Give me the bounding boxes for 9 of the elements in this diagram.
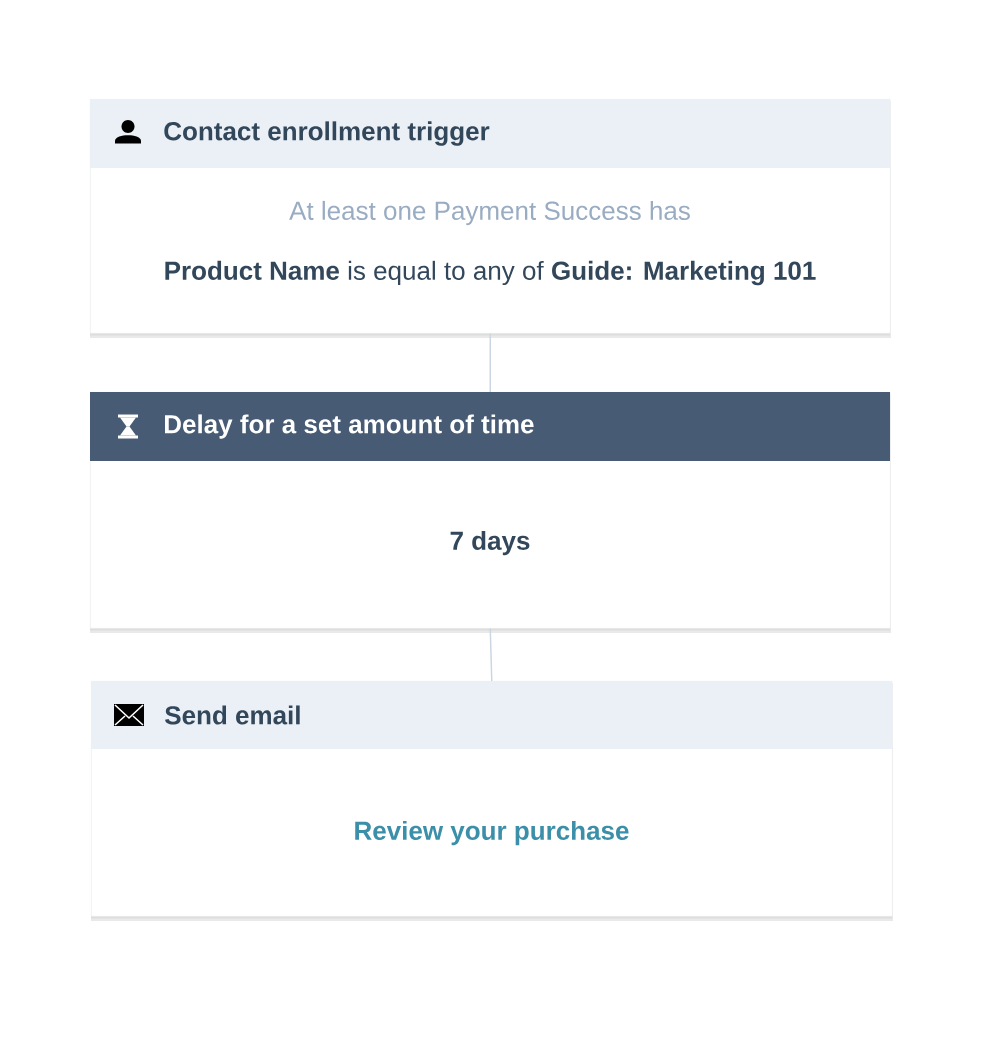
connector-line	[489, 627, 493, 682]
connector-line	[489, 332, 491, 393]
delay-value: 7 days	[450, 530, 530, 556]
card-header: Send email	[91, 681, 892, 749]
card-header: Contact enrollment trigger	[90, 99, 890, 168]
condition-text: Product Name is equal to any of Guide: Marketing 101	[165, 260, 816, 286]
card-header: Delay for a set amount of time	[90, 392, 890, 461]
condition-text: At least one Payment Success has	[289, 200, 690, 226]
email-link: Review your purchase	[355, 820, 629, 846]
